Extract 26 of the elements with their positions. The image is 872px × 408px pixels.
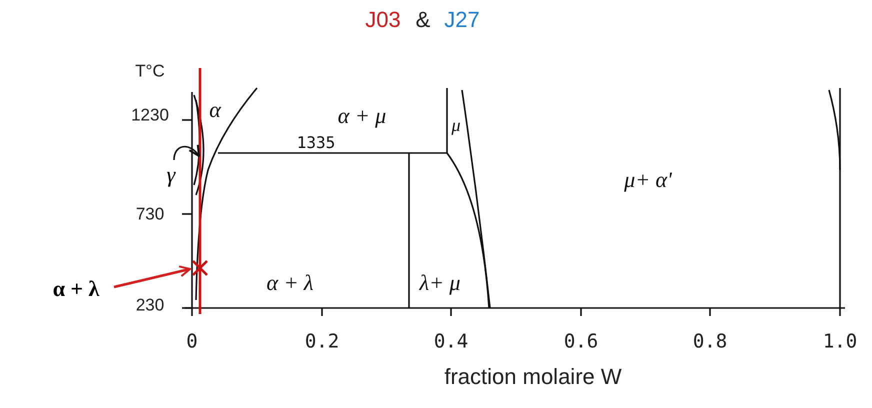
title-text: J27 (444, 8, 480, 32)
cross-mark (192, 260, 208, 276)
axis-tick-label: 1230 (131, 106, 169, 126)
axis-tick-label: 0.6 (564, 332, 598, 352)
axis-tick-label: 1.0 (822, 332, 858, 352)
axis-tick-label: 0.4 (434, 332, 468, 352)
phase-label: λ+ μ (420, 270, 460, 296)
temperature-label: 1335 (296, 134, 336, 152)
phase-label: α (209, 98, 221, 122)
axis-title: T°C (135, 62, 165, 82)
axis-tick-label: 0 (186, 332, 198, 352)
phase-label: γ (160, 160, 182, 190)
phase-label: α + μ (338, 104, 386, 128)
arrow (114, 265, 191, 288)
pointer-arrow (173, 144, 200, 160)
phase-label: α + λ (266, 270, 314, 296)
phase-label: α + λ (40, 275, 112, 303)
axis-title: fraction molaire W (444, 364, 622, 390)
axis-tick-label: 0.8 (692, 332, 728, 352)
title-text: J03 (365, 8, 401, 32)
axis-tick-label: 0.2 (304, 332, 340, 352)
axis-tick-label: 730 (136, 206, 164, 224)
axis-tick-label: 230 (136, 296, 164, 316)
phase-label: μ+ α' (624, 168, 672, 192)
title-text: & (416, 8, 430, 32)
phase-label: μ (451, 116, 461, 136)
